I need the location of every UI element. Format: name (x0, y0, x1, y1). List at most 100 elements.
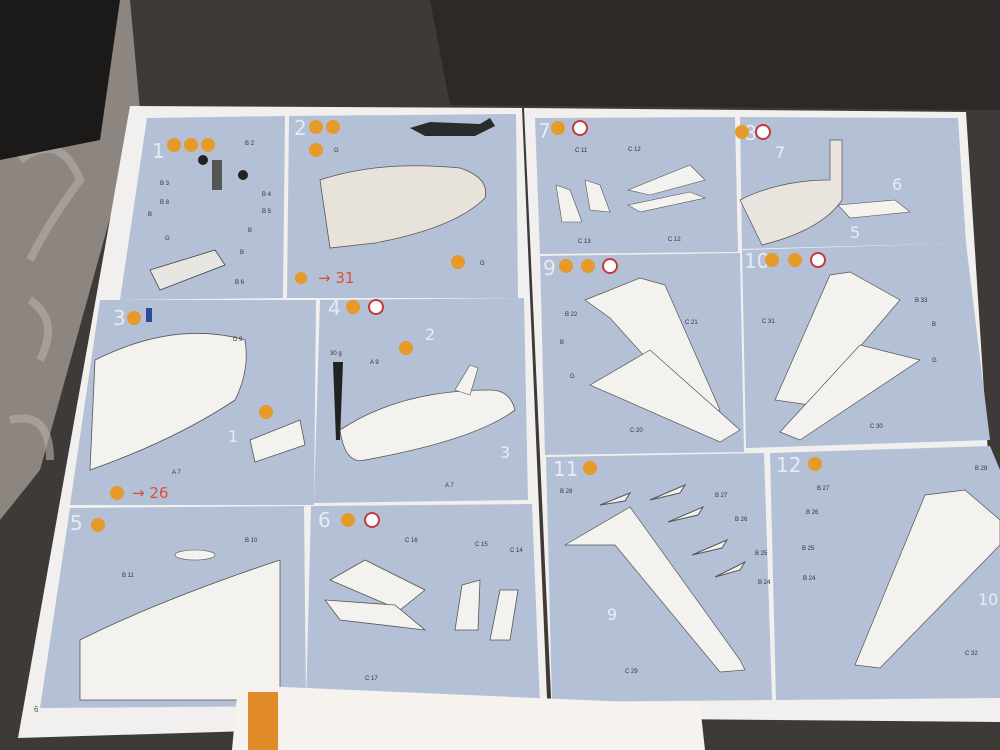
part-label: C 29 (625, 669, 638, 675)
paint-icon (346, 300, 360, 314)
stabilizer-part (626, 164, 706, 196)
sub-step-label: 1 (228, 427, 238, 446)
brush-icon (788, 253, 802, 267)
decal-icon (295, 272, 307, 284)
sub-step-label: 6 (892, 175, 902, 194)
paint-icon (808, 457, 822, 471)
brush-icon (581, 259, 595, 273)
wheel (198, 155, 208, 165)
part-label: B 25 (802, 546, 815, 552)
paint-icon (341, 513, 355, 527)
sub-step-label: 3 (500, 443, 510, 462)
part-label: B 4 (262, 192, 272, 198)
sub-step-label: 10 (978, 590, 998, 609)
stabilizer-part (324, 599, 427, 631)
step-number: 1 (152, 139, 165, 163)
step-number: 8 (744, 121, 757, 145)
part-label: B 5 (262, 209, 272, 215)
step-3-panel: 3 1 D 9 A 7 → 26 (70, 300, 316, 505)
step-number: 7 (538, 119, 551, 143)
step-reference: → 26 (132, 484, 168, 502)
paint-icon (184, 138, 198, 152)
weight-pointer (333, 362, 343, 440)
part-label: C 11 (575, 148, 588, 154)
step-4-panel: 4 30 g 2 3 A 9 A 7 (314, 296, 528, 503)
paint-icon (735, 125, 749, 139)
step-6-panel: 6 C 16 C 15 C 14 C 17 (306, 504, 540, 706)
aircraft-silhouette-icon (410, 118, 495, 136)
fuselage-section-drawing (79, 559, 281, 701)
sub-step-label: 7 (775, 143, 785, 162)
part-label: C 21 (685, 320, 698, 326)
fin-part (584, 179, 611, 213)
kit-box-stripe (248, 692, 278, 750)
brush-icon (201, 138, 215, 152)
decal-icon (110, 486, 124, 500)
paint-icon (326, 120, 340, 134)
step-12-panel: 12 B 27 B 26 B 25 B 24 B 28 C 32 10 (770, 446, 1000, 700)
step-number: 2 (294, 116, 307, 140)
part-label: C 20 (630, 428, 643, 434)
left-page: 6 1 B 2 B 3 B 4 B 5 B 6 B 8 B G B B 2 (18, 106, 548, 738)
part-label: B 27 (715, 493, 728, 499)
clock-icon (572, 120, 588, 136)
clock-icon (810, 252, 826, 268)
part-label: B 6 (235, 280, 245, 286)
step-number: 3 (113, 306, 126, 330)
step-7-panel: 7 C 11 C 12 C 13 C 12 (535, 117, 738, 254)
fin-part (489, 589, 519, 641)
colour-code: G (570, 374, 575, 380)
stabilizer-part (627, 191, 707, 213)
wing-lower-drawing (589, 349, 741, 443)
part-label: C 30 (870, 424, 883, 430)
right-page: 7 C 11 C 12 C 13 C 12 8 7 6 5 9 (524, 108, 1000, 722)
step-number: 12 (776, 453, 801, 477)
part-label: B 24 (803, 576, 816, 582)
part-label: B 24 (758, 580, 771, 586)
clock-icon (364, 512, 380, 528)
tail-fin (454, 364, 479, 396)
part-label: B 22 (565, 312, 578, 318)
part-label: C 32 (965, 651, 978, 657)
clock-icon (368, 299, 384, 315)
step-number: 9 (543, 256, 556, 280)
paint-icon (551, 121, 565, 135)
glue-bottle-icon (146, 308, 152, 322)
paint-callout-icon (259, 405, 273, 419)
step-5-panel: 5 B 10 B 11 (40, 506, 306, 708)
colour-code: B (932, 322, 936, 328)
glue-icon (167, 138, 181, 152)
colour-code: B (560, 340, 564, 346)
step-number: 11 (553, 457, 578, 481)
engine-part (174, 549, 216, 561)
step-reference: → 31 (318, 269, 354, 287)
fuselage-drawing (339, 389, 516, 462)
stabilizer-part (837, 199, 911, 219)
paint-callout-icon (309, 143, 323, 157)
fuselage-nose-drawing (319, 165, 487, 249)
part-label: B 28 (560, 489, 573, 495)
paint-callout-icon (451, 255, 465, 269)
wing-lower-drawing (779, 344, 921, 441)
flap-track-fairings (599, 483, 747, 578)
part-label: C 13 (578, 239, 591, 245)
clock-icon (755, 124, 771, 140)
part-label: C 14 (510, 548, 523, 554)
page-number: 6 (34, 705, 39, 714)
step-8-panel: 8 7 6 5 (735, 117, 966, 249)
step-11-panel: 11 B 28 B 27 B 26 B 25 B 24 C 29 9 (546, 453, 772, 702)
part-label: B 26 (735, 517, 748, 523)
colour-code: G (334, 148, 339, 154)
step-number: 5 (70, 511, 83, 535)
paint-icon (583, 461, 597, 475)
landing-gear-bay (149, 249, 226, 291)
part-label: C 17 (365, 676, 378, 682)
part-label: B 33 (915, 298, 928, 304)
step-9-panel: 9 B 22 C 21 C 20 B G (540, 253, 744, 455)
part-label: B 27 (817, 486, 830, 492)
colour-code: G (932, 358, 937, 364)
clock-icon (602, 258, 618, 274)
dark-fabric (430, 0, 1000, 110)
part-label: D 9 (233, 337, 243, 343)
